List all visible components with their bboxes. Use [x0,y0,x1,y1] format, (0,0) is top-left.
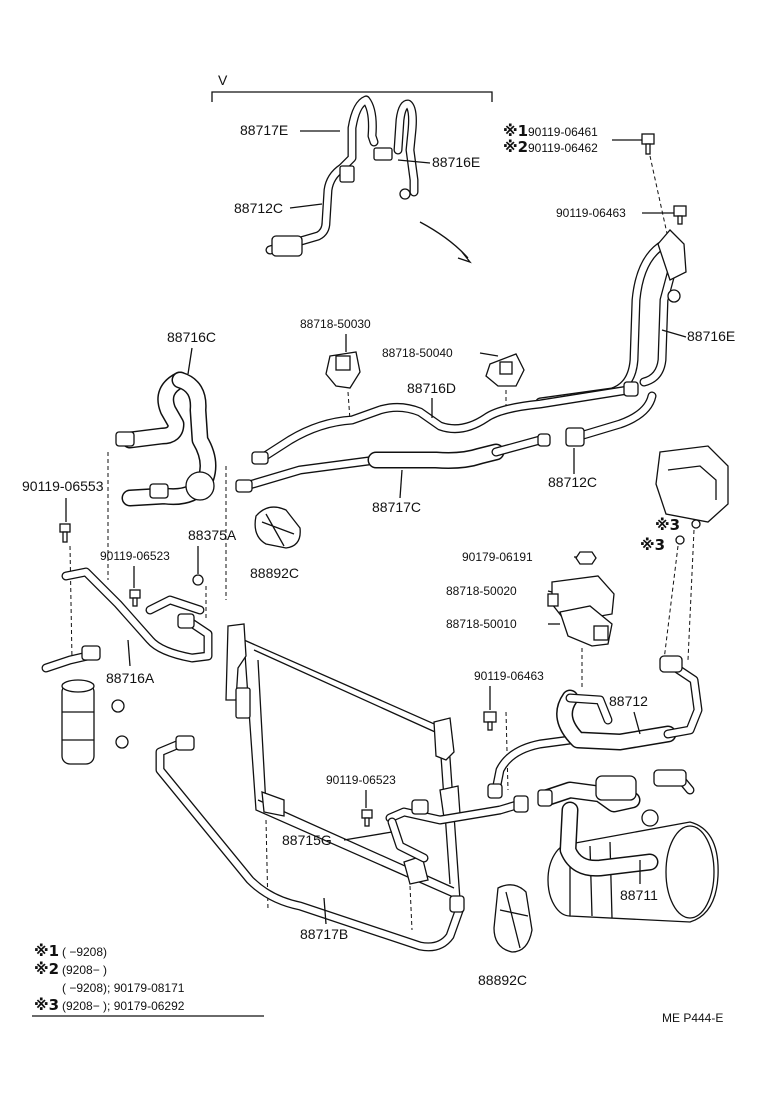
part-88717B: 88717B [300,926,348,942]
mark-2-top: ※2 [503,138,528,156]
view-v-label: V [218,72,228,88]
bolt-icon-top [641,133,655,155]
mark-3-a: ※3 [655,516,680,534]
grommet-88892C-upper [254,506,301,549]
part-90179-06191: 90179-06191 [462,550,533,564]
grommet-88892C-lower [493,884,533,953]
legend-mark-2: ※2 [34,960,59,978]
bolt-icon-right [673,205,687,225]
part-88716C: 88716C [167,329,216,345]
part-88712C-view: 88712C [234,200,283,216]
hose-88716C [115,371,217,507]
part-88717C: 88717C [372,499,421,515]
clamp-88718-50010 [559,605,613,647]
part-90119-06463-top: 90119-06463 [556,206,626,220]
pipe-88717B [155,735,465,952]
part-88716A: 88716A [106,670,155,686]
part-88711: 88711 [620,887,658,903]
nut-icon [575,551,597,565]
clamp-88718-50040 [485,353,525,387]
part-88375A: 88375A [188,527,237,543]
part-90119-06461: 90119-06461 [528,125,598,139]
part-90119-06463-mid: 90119-06463 [474,669,544,683]
bracket-right-upper [655,445,729,523]
bolt-icon-mid-2 [483,711,497,731]
pipe-88716E [535,229,687,407]
bolt-icon-left [59,523,71,543]
legend: ※1 ( −9208) ※2 (9208− ) ( −9208); 90179-… [32,942,264,1017]
hose-88712 [487,655,703,799]
footer-code: ME P444-E [662,1011,723,1025]
clamp-88718-50030 [325,351,361,389]
pipe-88715G [385,795,529,863]
view-v-pipes [265,95,472,264]
part-88718-50020: 88718-50020 [446,584,517,598]
mark-1-top: ※1 [503,122,528,140]
part-90119-06553: 90119-06553 [22,478,104,494]
part-90119-06523-left: 90119-06523 [100,549,170,563]
pipe-88711 [537,769,695,877]
part-88716E: 88716E [687,328,735,344]
part-88892C-upper: 88892C [250,565,299,581]
legend-mark-3: ※3 [34,996,59,1014]
part-88712C: 88712C [548,474,597,490]
view-v-bracket: V [211,72,493,102]
pipe-88712C [565,391,657,447]
part-88718-50010: 88718-50010 [446,617,517,631]
part-88892C-lower: 88892C [478,972,527,988]
part-88716D: 88716D [407,380,456,396]
pipe-88716A [61,567,213,663]
legend-row-4: (9208− ); 90179-06292 [62,999,185,1013]
part-88715G: 88715G [282,832,332,848]
pipe-88716D [251,381,639,465]
legend-row-2: (9208− ) [62,963,107,977]
part-88718-50030: 88718-50030 [300,317,371,331]
part-88712: 88712 [609,693,648,709]
part-90119-06523-mid: 90119-06523 [326,773,396,787]
bolt-icon-mid [361,809,373,827]
part-88718-50040: 88718-50040 [382,346,453,360]
mark-3-b: ※3 [640,536,665,554]
legend-row-1: ( −9208) [62,945,107,959]
part-88716E-view: 88716E [432,154,480,170]
part-90119-06462: 90119-06462 [528,141,598,155]
part-88717E: 88717E [240,122,288,138]
receiver-dryer [41,645,129,765]
pipe-88717C [235,433,551,493]
bolt-icon-left-2 [129,589,141,607]
legend-row-3: ( −9208); 90179-08171 [62,981,185,995]
legend-mark-1: ※1 [34,942,59,960]
